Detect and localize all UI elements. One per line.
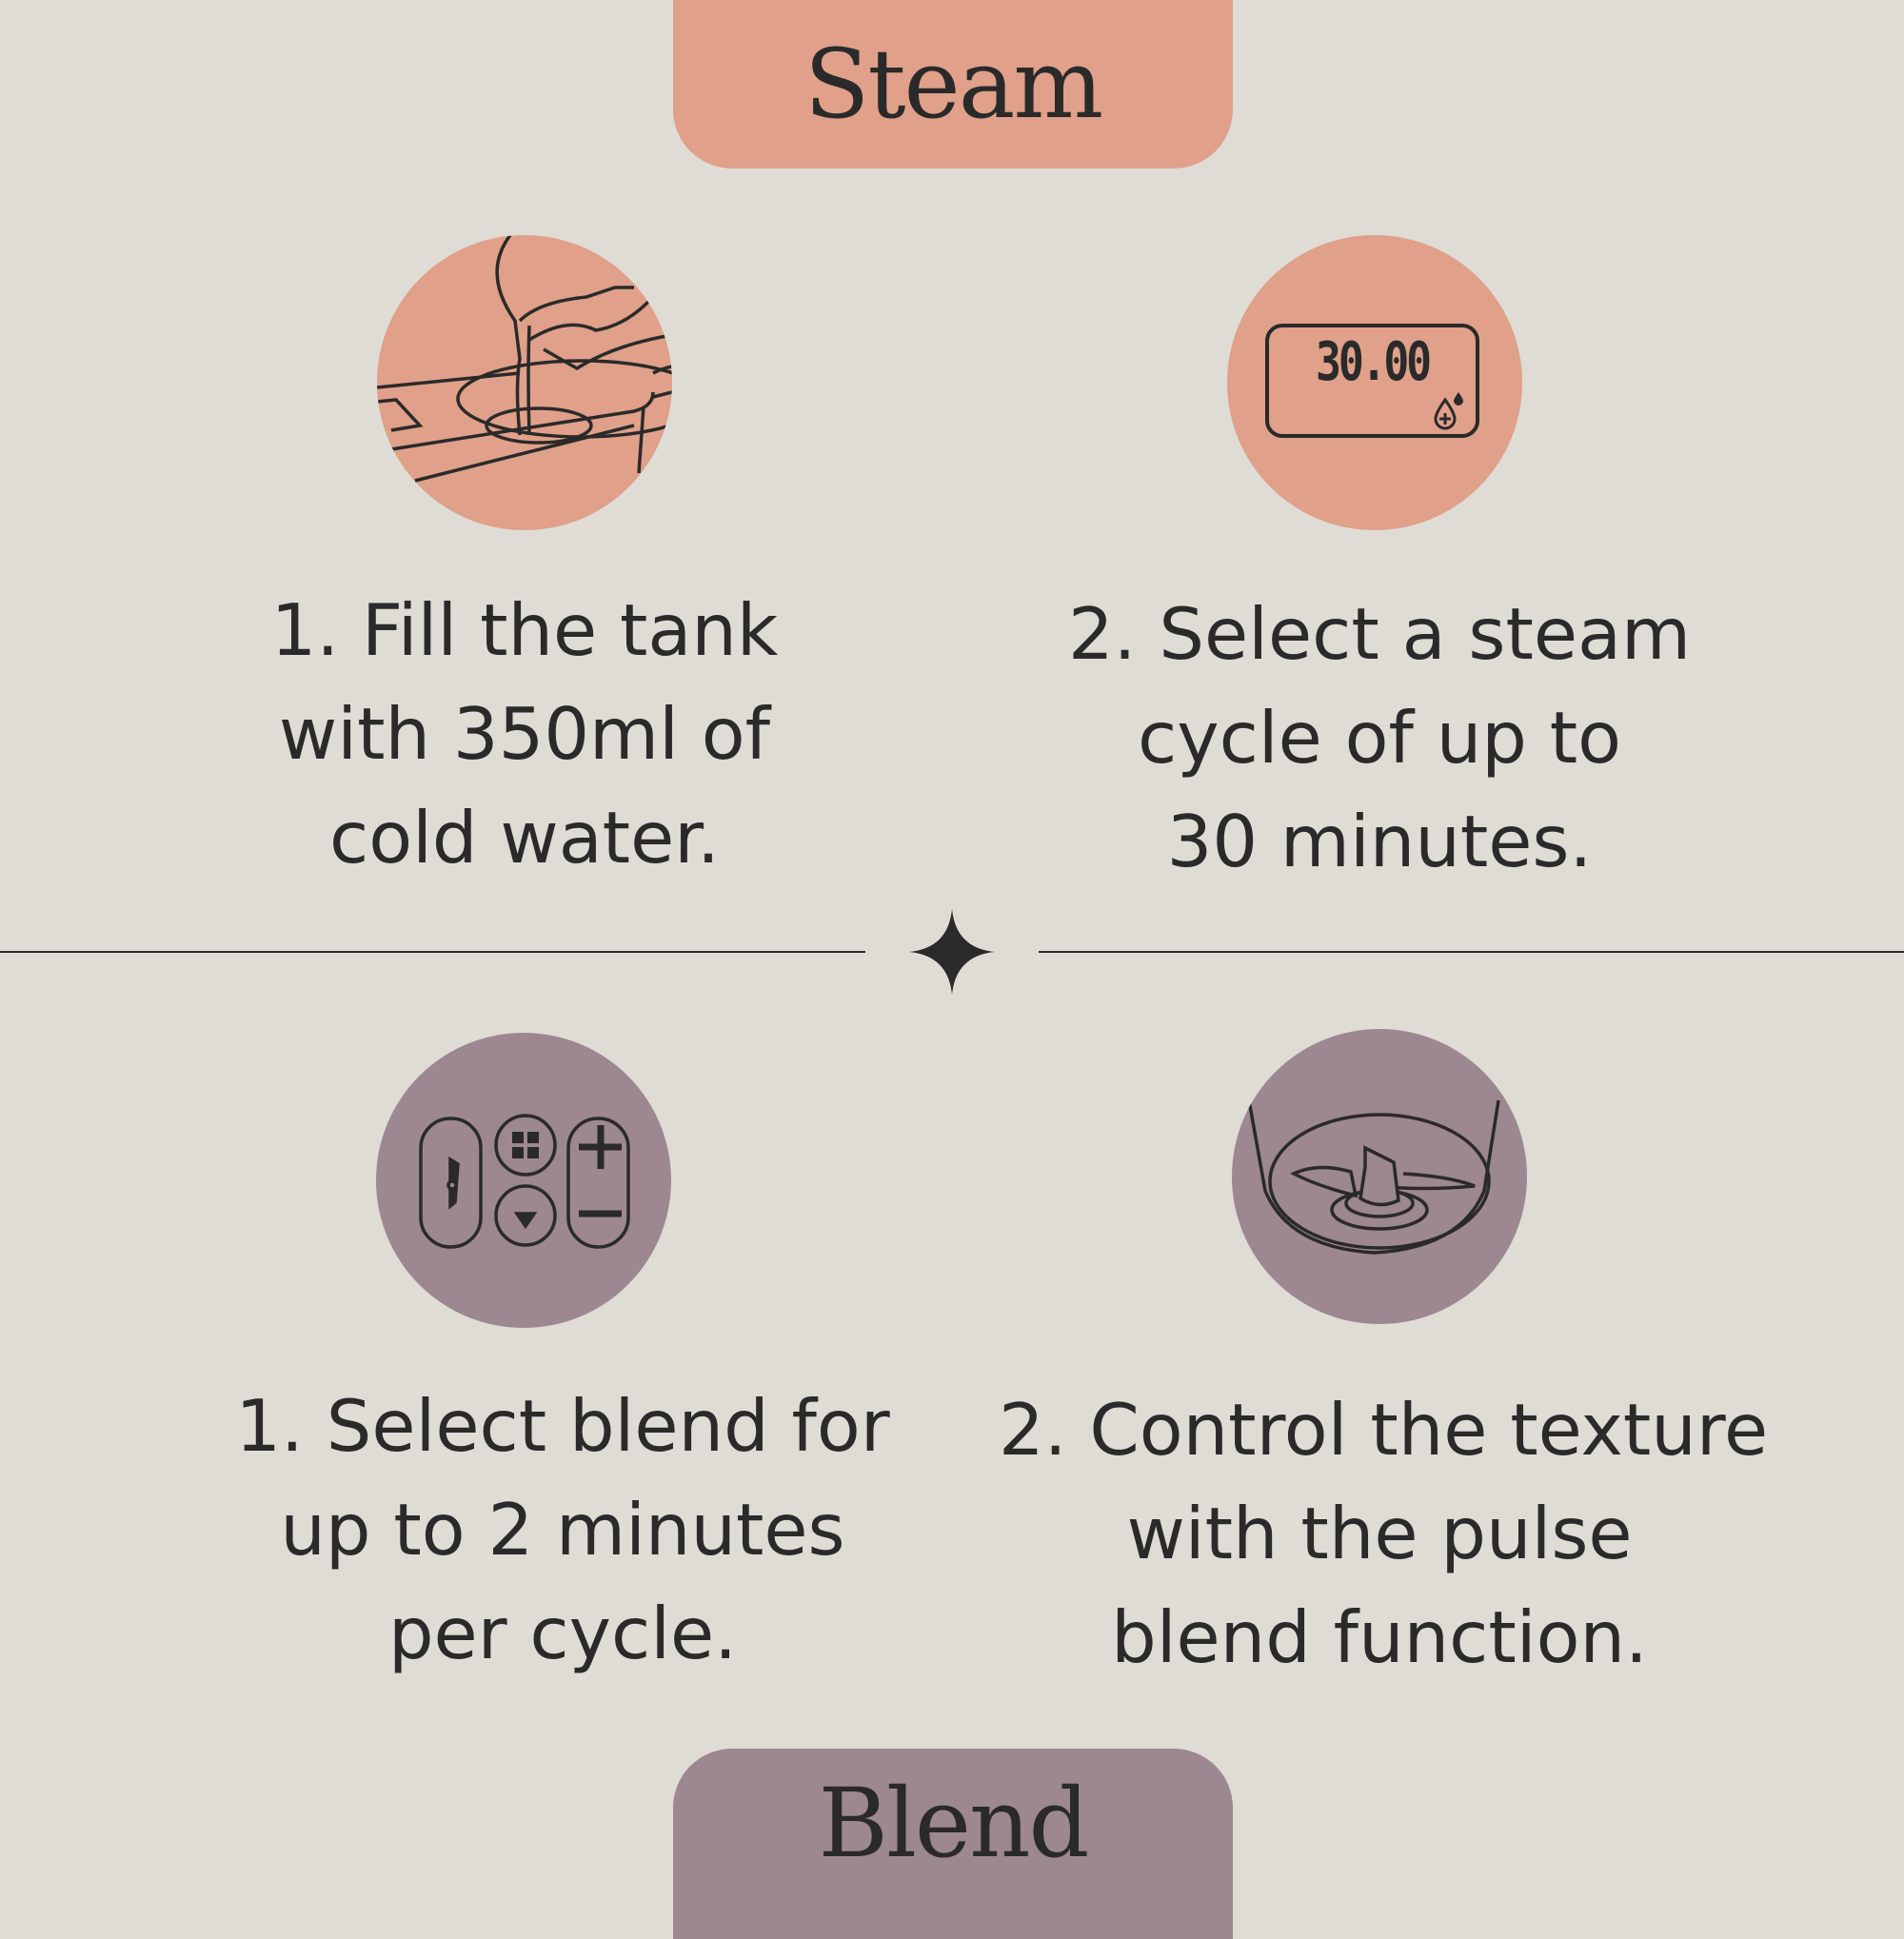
control-panel-icon xyxy=(376,1033,671,1328)
blade-icon xyxy=(1232,1029,1527,1324)
step-line: cycle of up to xyxy=(1137,696,1622,780)
step-line: blend function. xyxy=(1111,1595,1648,1679)
step-line: with 350ml of xyxy=(278,692,771,776)
step-line: with the pulse xyxy=(1126,1492,1633,1575)
blend-step-1-text: 1. Select blend for up to 2 minutes per … xyxy=(182,1375,943,1686)
steam-step-1-text: 1. Fill the tank with 350ml of cold wate… xyxy=(144,579,905,890)
steam-step-2-text: 2. Select a steam cycle of up to 30 minu… xyxy=(999,583,1760,894)
sparkle-star-icon xyxy=(909,909,995,995)
step-line: per cycle. xyxy=(387,1592,738,1675)
water-drop-plus-icon xyxy=(1434,392,1463,430)
divider-left xyxy=(0,951,865,953)
timer-display-value: 30.00 xyxy=(1316,331,1432,393)
step-line: 2. Select a steam xyxy=(1067,592,1692,676)
blend-step-2-text: 2. Control the texture with the pulse bl… xyxy=(999,1378,1769,1690)
step-line: cold water. xyxy=(328,796,721,880)
divider-right xyxy=(1039,951,1904,953)
water-pour-icon xyxy=(377,235,672,530)
step-line: 1. Select blend for xyxy=(235,1384,890,1468)
step-line: 2. Control the texture xyxy=(999,1388,1769,1472)
steam-section-title: Steam xyxy=(673,0,1233,168)
step-line: 30 minutes. xyxy=(1166,800,1593,883)
blend-section-title: Blend xyxy=(673,1749,1233,1939)
step-line: 1. Fill the tank xyxy=(270,588,779,672)
step-line: up to 2 minutes xyxy=(280,1488,845,1572)
timer-display-icon: 30.00 xyxy=(1227,235,1522,530)
